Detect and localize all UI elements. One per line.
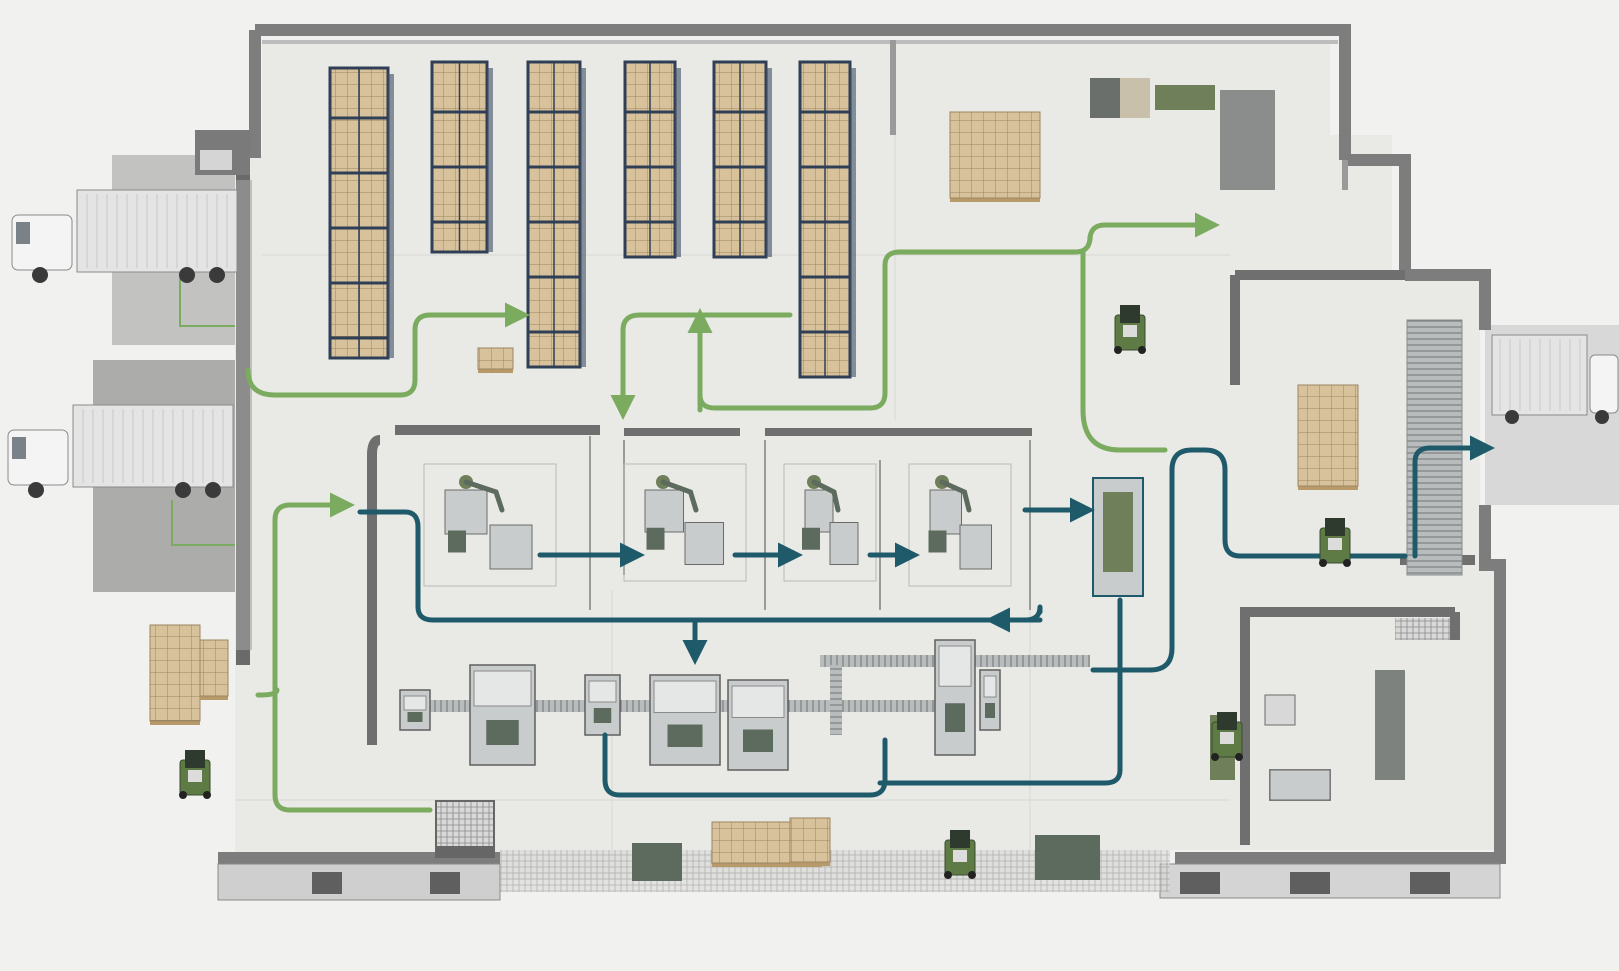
east-wall-lower — [1175, 505, 1506, 864]
pallet-icon — [789, 817, 831, 866]
robot-arm-icon — [656, 475, 699, 513]
door-south-3 — [1180, 872, 1220, 894]
north-wall — [255, 24, 1351, 160]
robot-arm-icon — [807, 475, 841, 513]
storage-rack-3 — [526, 60, 586, 369]
pallet-icon — [1297, 384, 1359, 490]
qc-bench-2 — [1264, 694, 1296, 726]
shipping-room-wall — [1230, 270, 1405, 385]
flow-branch-to-forklift — [1080, 249, 1168, 453]
flow-racks-to-production — [610, 312, 793, 420]
robotic-cell-4 — [908, 463, 1012, 587]
door-south-4 — [1290, 872, 1330, 894]
robotic-cell-2 — [623, 463, 747, 582]
south-wall-stub-top — [437, 802, 493, 846]
pallet-icon — [477, 347, 514, 373]
pallet-stacks — [149, 111, 1359, 867]
trucks — [7, 189, 1619, 498]
robot-arm-icon — [935, 475, 972, 513]
storage-racks — [328, 60, 856, 379]
forklift-icon — [1211, 712, 1243, 761]
forklift-icon — [944, 830, 976, 879]
robotic-cell-1 — [423, 463, 557, 587]
qc-bench-1 — [1375, 670, 1405, 780]
storage-rack-2 — [430, 60, 493, 254]
forklift-icon — [179, 750, 211, 799]
dock-marking-lower — [171, 500, 240, 546]
flow-return-to-staging — [255, 687, 280, 698]
forklift-icon — [1319, 518, 1351, 567]
robot-arm-icon — [459, 475, 505, 513]
flow-production-return — [272, 492, 433, 813]
inbound-truck-1 — [11, 189, 238, 283]
flow-line-to-shipping — [1090, 447, 1408, 673]
robotic-cell-3 — [783, 463, 877, 582]
east-shelf — [1395, 618, 1450, 640]
material-flow-paths — [245, 212, 1220, 813]
east-wall-upper — [1345, 154, 1411, 275]
door-south-5 — [1410, 872, 1450, 894]
door-south-2 — [430, 872, 460, 894]
line-machine-1 — [399, 689, 431, 731]
qc-bench-3 — [1269, 769, 1331, 801]
line-machine-5 — [727, 679, 789, 771]
dock-marking-upper — [179, 278, 240, 327]
flow-assembly-to-shipping — [877, 597, 1123, 786]
line-machine-7 — [979, 669, 1001, 731]
production-enclosure — [367, 425, 600, 745]
qc-room-wall — [1240, 607, 1460, 845]
line-machine-6 — [934, 639, 976, 756]
flow-outbound-exit — [1412, 435, 1495, 559]
office-cabinet-3 — [1155, 85, 1215, 110]
storage-rack-5 — [712, 60, 772, 259]
south-storage-1 — [632, 843, 682, 881]
vertical-conveyor — [830, 665, 842, 735]
flow-cells-feed — [357, 509, 1043, 623]
line-machine-3 — [584, 674, 621, 736]
inspection-station-core — [1103, 492, 1133, 572]
assembly-line-machines — [399, 639, 1001, 771]
outbound-truck-1 — [1491, 334, 1619, 424]
truck-icon — [7, 404, 234, 498]
robotic-cells — [423, 463, 1012, 587]
east-wall-dock — [1405, 269, 1491, 330]
line-machine-4 — [649, 674, 721, 766]
inbound-truck-2 — [7, 404, 234, 498]
truck-icon — [11, 189, 238, 283]
enclosure-thin-lines — [589, 436, 1031, 610]
dock-doors-west — [236, 180, 252, 650]
flow-assembly-loop — [602, 732, 888, 798]
product-flow-paths — [357, 435, 1495, 798]
pallet-icon — [199, 639, 229, 700]
dock-leveler-2 — [200, 150, 232, 170]
pallet-icon — [149, 624, 201, 725]
shipping-office-desk — [1220, 90, 1275, 190]
interior-walls — [367, 40, 1475, 845]
forklifts — [179, 305, 1351, 879]
storage-rack-4 — [623, 60, 681, 259]
pallet-icon — [949, 111, 1041, 202]
door-south-1 — [312, 872, 342, 894]
flow-inbound-to-racks — [245, 302, 530, 398]
office-cabinet-1 — [1090, 78, 1120, 118]
storage-rack-1 — [328, 66, 394, 360]
south-storage-2 — [1035, 835, 1100, 880]
line-machine-2 — [469, 664, 536, 766]
storage-rack-6 — [798, 60, 856, 379]
office-cabinet-2 — [1120, 78, 1150, 118]
flow-loop-return — [697, 212, 1220, 411]
forklift-icon — [1114, 305, 1146, 354]
truck-icon — [1491, 334, 1619, 424]
